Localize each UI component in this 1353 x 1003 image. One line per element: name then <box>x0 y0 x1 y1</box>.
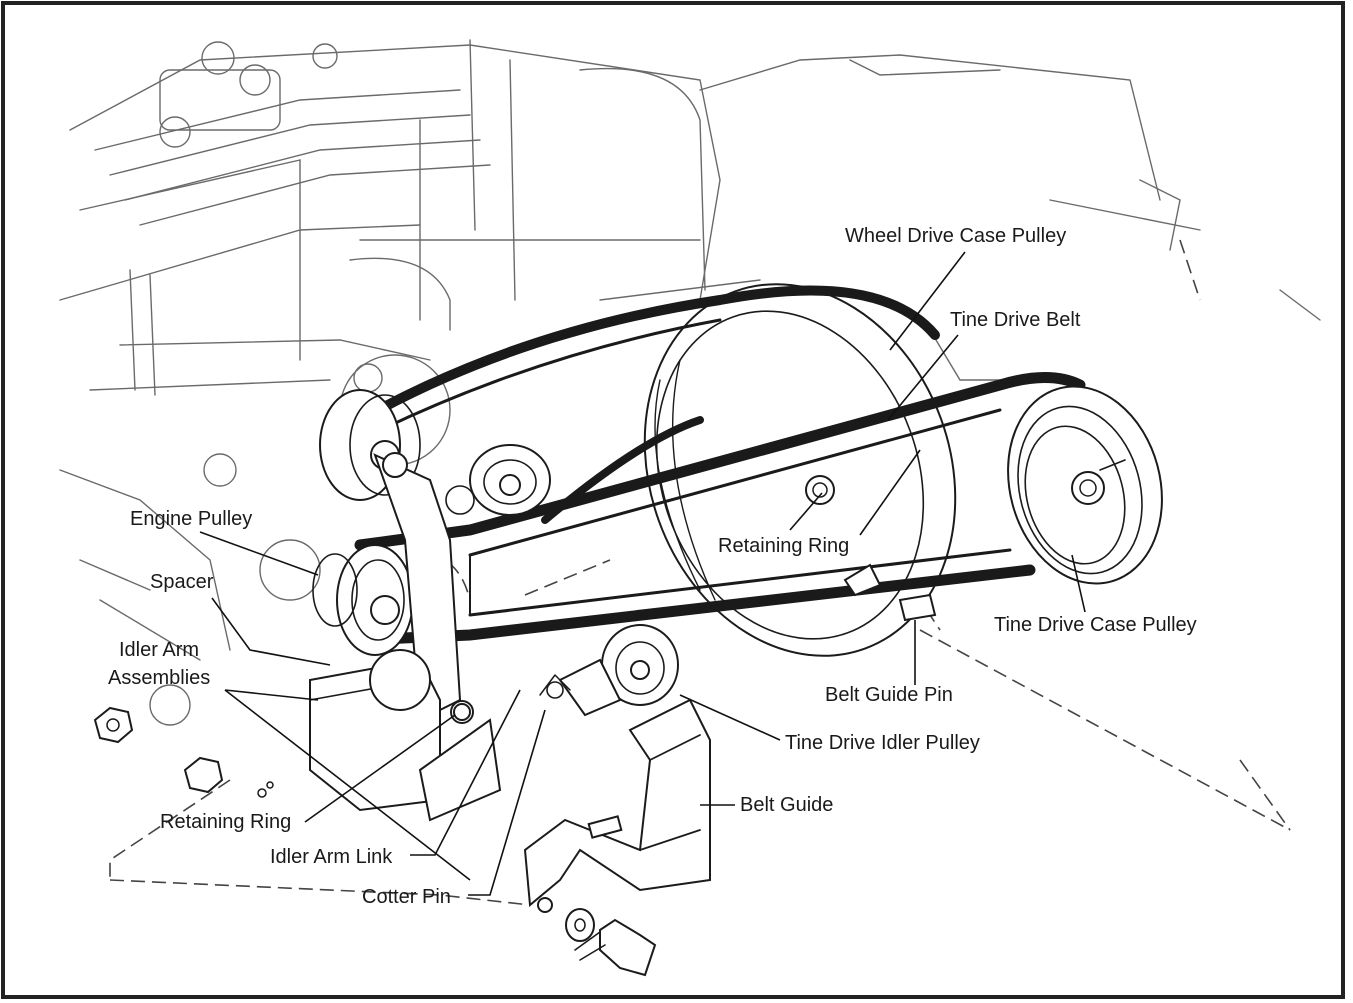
label-tine-drive-belt: Tine Drive Belt <box>950 309 1081 331</box>
label-belt-guide: Belt Guide <box>740 794 833 816</box>
leader-tine-drive-idler-pulley <box>679 694 781 741</box>
leader-idler-arm-2 <box>224 689 471 881</box>
wheel-drive-case-pulley <box>643 283 957 657</box>
leader-lines <box>199 251 1086 896</box>
label-retaining-ring-lower: Retaining Ring <box>160 811 291 833</box>
label-assemblies: Assemblies <box>108 667 210 689</box>
leader-engine-pulley <box>199 531 319 576</box>
label-idler-arm: Idler Arm <box>119 639 199 661</box>
leader-spacer <box>211 597 331 666</box>
hardware-fasteners <box>93 674 657 977</box>
label-tine-drive-idler-pulley: Tine Drive Idler Pulley <box>785 732 980 754</box>
tine-drive-idler-pulley <box>546 624 679 717</box>
callout-labels: Wheel Drive Case Pulley Tine Drive Belt … <box>108 225 1197 908</box>
leader-retaining-ring-lower <box>304 714 456 823</box>
tine-drive-case-pulley <box>1007 385 1163 585</box>
label-spacer: Spacer <box>150 571 214 593</box>
idler-arm-assemblies <box>309 649 502 822</box>
leader-idler-arm-link <box>410 689 521 856</box>
leader-tine-belt-lower <box>859 449 921 536</box>
leader-tine-drive-case-pulley <box>1071 554 1086 613</box>
leader-tine-drive-belt <box>887 334 959 421</box>
label-retaining-ring-upper: Retaining Ring <box>718 535 849 557</box>
leader-wheel-drive-case-pulley <box>889 251 966 351</box>
label-cotter-pin: Cotter Pin <box>362 886 451 908</box>
label-belt-guide-pin: Belt Guide Pin <box>825 684 953 706</box>
leader-retaining-ring-upper <box>789 492 823 531</box>
label-idler-arm-link: Idler Arm Link <box>270 846 393 868</box>
leader-idler-arm-1 <box>224 689 319 701</box>
belt-guide-pin <box>843 563 937 622</box>
label-tine-drive-case-pulley: Tine Drive Case Pulley <box>994 614 1197 636</box>
label-engine-pulley: Engine Pulley <box>130 508 252 530</box>
leader-cotter-pin <box>468 709 546 896</box>
belt-guide <box>523 698 711 913</box>
label-wheel-drive-case-pulley: Wheel Drive Case Pulley <box>845 225 1066 247</box>
upper-idler-pulleys <box>319 389 551 516</box>
